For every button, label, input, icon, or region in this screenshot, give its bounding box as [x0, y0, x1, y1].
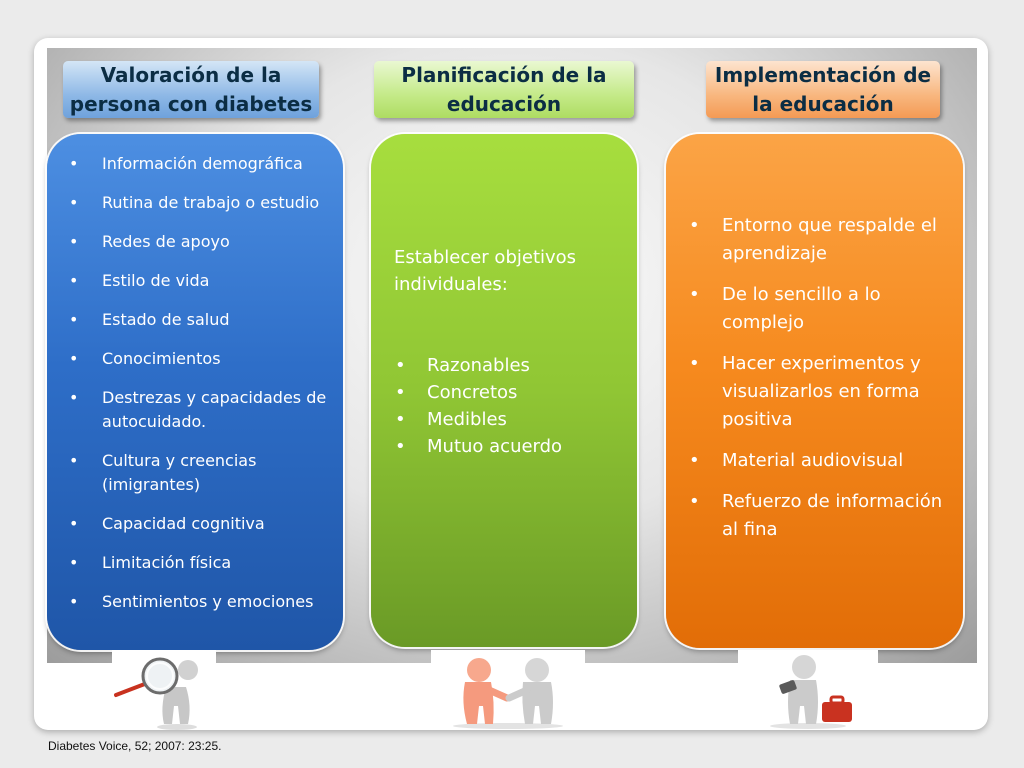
- list-item: • Mutuo acuerdo: [395, 433, 615, 460]
- bullet: •: [689, 353, 700, 374]
- bullet: •: [395, 436, 406, 457]
- bullet: •: [689, 450, 700, 471]
- list-item: • Entorno que respalde el aprendizaje: [689, 212, 951, 268]
- bullet: •: [69, 451, 79, 470]
- list-item: • Hacer experimentos y visualizarlos en f…: [689, 350, 951, 434]
- list-item: • Material audiovisual: [689, 447, 951, 475]
- list-item: • Rutina de trabajo o estudio: [69, 191, 335, 215]
- bullet: •: [69, 310, 79, 329]
- list-item: • Refuerzo de información al fina: [689, 488, 951, 544]
- list-item: • Redes de apoyo: [69, 230, 335, 254]
- implementation-panel: • Entorno que respalde el aprendizaje • D…: [666, 134, 963, 648]
- list-item-text: Entorno que respalde el aprendizaje: [722, 215, 937, 264]
- citation: Diabetes Voice, 52; 2007: 23:25.: [48, 739, 222, 753]
- list-item-text: Sentimientos y emociones: [102, 592, 314, 611]
- header-assessment: Valoración de la persona con diabetes: [63, 61, 319, 118]
- list-item-text: Conocimientos: [102, 349, 221, 368]
- toolbox-figure-icon: [738, 650, 878, 730]
- bullet: •: [69, 193, 79, 212]
- list-item: • Destrezas y capacidades de autocuidado…: [69, 386, 335, 434]
- list-item-text: Destrezas y capacidades de autocuidado.: [102, 388, 327, 431]
- list-item-text: Hacer experimentos y visualizarlos en fo…: [722, 353, 921, 430]
- bullet: •: [69, 514, 79, 533]
- bullet: •: [69, 553, 79, 572]
- header-implementation: Implementación de la educación: [706, 61, 940, 118]
- list-item: • De lo sencillo a lo complejo: [689, 281, 951, 337]
- list-item: • Razonables: [395, 352, 615, 379]
- bullet: •: [69, 271, 79, 290]
- list-item-text: Redes de apoyo: [102, 232, 230, 251]
- list-item: • Sentimientos y emociones: [69, 590, 335, 614]
- list-item-text: Cultura y creencias (imigrantes): [102, 451, 257, 494]
- list-item: • Capacidad cognitiva: [69, 512, 335, 536]
- list-item-text: Mutuo acuerdo: [427, 436, 563, 457]
- list-item: • Limitación física: [69, 551, 335, 575]
- list-item-text: Estilo de vida: [102, 271, 210, 290]
- list-item-text: Estado de salud: [102, 310, 230, 329]
- list-item-text: Rutina de trabajo o estudio: [102, 193, 320, 212]
- planning-panel: Establecer objetivos individuales: • Raz…: [371, 134, 637, 647]
- list-item: • Estilo de vida: [69, 269, 335, 293]
- handshake-figures-icon: [431, 650, 585, 730]
- magnifying-glass-figure-icon: [112, 650, 216, 730]
- bullet: •: [689, 284, 700, 305]
- list-item-text: Información demográfica: [102, 154, 303, 173]
- bullet: •: [69, 592, 79, 611]
- assessment-panel: • Información demográfica • Rutina de tr…: [47, 134, 343, 650]
- bullet: •: [395, 355, 406, 376]
- list-item-text: Razonables: [427, 355, 530, 376]
- bullet: •: [69, 154, 79, 173]
- header-assessment-text: Valoración de la persona con diabetes: [69, 62, 313, 116]
- list-item-text: Concretos: [427, 382, 518, 403]
- list-item: • Concretos: [395, 379, 615, 406]
- bullet: •: [69, 388, 79, 407]
- implementation-list: • Entorno que respalde el aprendizaje • D…: [689, 212, 951, 557]
- list-item: • Conocimientos: [69, 347, 335, 371]
- header-implementation-text: Implementación de la educación: [714, 62, 932, 116]
- list-item: • Medibles: [395, 406, 615, 433]
- bullet: •: [69, 349, 79, 368]
- list-item: • Estado de salud: [69, 308, 335, 332]
- list-item-text: Capacidad cognitiva: [102, 514, 265, 533]
- header-planning-text: Planificación de la educación: [401, 62, 607, 116]
- list-item-text: Refuerzo de información al fina: [722, 491, 943, 540]
- list-item: • Información demográfica: [69, 152, 335, 176]
- planning-list: • Razonables • Concretos • Medibles • Mutu…: [395, 352, 615, 460]
- assessment-list: • Información demográfica • Rutina de tr…: [69, 152, 335, 629]
- list-item-text: Medibles: [427, 409, 507, 430]
- header-planning: Planificación de la educación: [374, 61, 634, 118]
- list-item: • Cultura y creencias (imigrantes): [69, 449, 335, 497]
- bullet: •: [69, 232, 79, 251]
- bullet: •: [689, 215, 700, 236]
- planning-intro: Establecer objetivos individuales:: [394, 247, 577, 295]
- list-item-text: De lo sencillo a lo complejo: [722, 284, 881, 333]
- bullet: •: [395, 409, 406, 430]
- bullet: •: [689, 491, 700, 512]
- list-item-text: Limitación física: [102, 553, 232, 572]
- bullet: •: [395, 382, 406, 403]
- list-item-text: Material audiovisual: [722, 450, 904, 471]
